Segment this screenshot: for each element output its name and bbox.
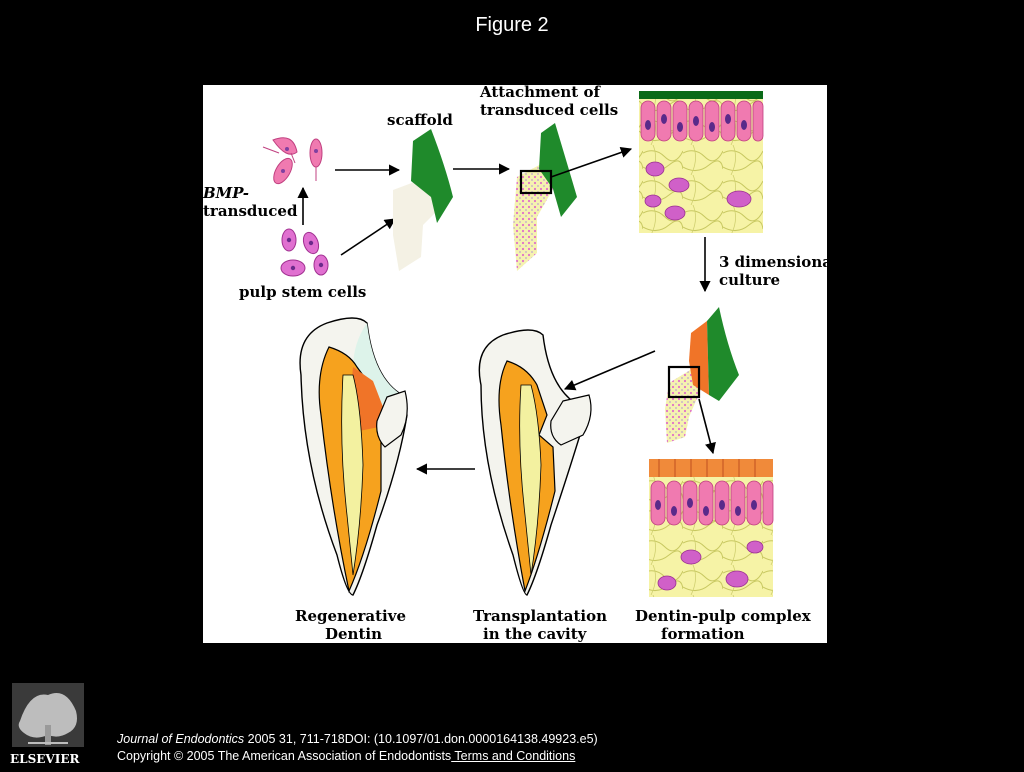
attached-scaffold-graphic xyxy=(513,123,577,271)
elsevier-wordmark: ELSEVIER xyxy=(10,752,80,766)
arrow-culture-to-transplant xyxy=(563,350,656,391)
citation-line: Journal of Endodontics 2005 31, 711-718D… xyxy=(117,731,997,748)
label-regen-2: Dentin xyxy=(325,625,382,643)
regeneration-diagram: BMP- transduced pulp stem cells scaffold… xyxy=(203,85,827,643)
scaffold-graphic xyxy=(393,129,453,271)
label-scaffold: scaffold xyxy=(387,111,453,129)
tooth-regenerative xyxy=(299,317,408,596)
label-pulp-stem-cells: pulp stem cells xyxy=(239,283,366,301)
elsevier-logo: ELSEVIER xyxy=(10,681,90,767)
citation-footer: Journal of Endodontics 2005 31, 711-718D… xyxy=(117,731,997,765)
label-transduced: transduced xyxy=(203,202,298,220)
citation-details: 2005 31, 711-718DOI: (10.1097/01.don.000… xyxy=(244,732,598,746)
arrow-stem-to-scaffold xyxy=(340,218,396,256)
zoom-box-2 xyxy=(667,365,701,399)
journal-name: Journal of Endodontics xyxy=(117,732,245,746)
label-regen-1: Regenerative xyxy=(295,607,406,625)
slide-title: Figure 2 xyxy=(475,14,549,36)
elsevier-tree-icon: ELSEVIER xyxy=(10,683,84,766)
cultured-scaffold-graphic xyxy=(665,307,739,443)
label-culture-1: 3 dimensional xyxy=(719,253,827,271)
figure-panel: BMP- transduced pulp stem cells scaffold… xyxy=(203,85,827,643)
label-attachment-1: Attachment of xyxy=(479,85,601,101)
label-attachment-2: transduced cells xyxy=(480,101,618,119)
tooth-transplantation xyxy=(478,329,592,596)
copyright-text: Copyright © 2005 The American Associatio… xyxy=(117,749,452,763)
zoom-box xyxy=(519,169,553,195)
label-bmp: BMP- xyxy=(203,184,249,202)
arrow-attachment-to-zoom xyxy=(550,147,633,178)
pulp-stem-cells xyxy=(280,228,329,277)
arrow-culture-to-zoom xyxy=(698,398,716,455)
label-culture-2: culture xyxy=(719,271,780,289)
bmp-transduced-cells xyxy=(262,137,323,185)
dentin-pulp-zoom xyxy=(649,459,774,597)
label-dentin-pulp-2: formation xyxy=(661,625,745,643)
label-transplant-1: Transplantation xyxy=(473,607,607,625)
copyright-line: Copyright © 2005 The American Associatio… xyxy=(117,748,997,765)
terms-link[interactable]: Terms and Conditions xyxy=(451,749,576,763)
cell-layer-zoom-top xyxy=(639,91,764,233)
label-transplant-2: in the cavity xyxy=(483,625,588,643)
label-dentin-pulp-1: Dentin-pulp complex xyxy=(635,607,812,625)
